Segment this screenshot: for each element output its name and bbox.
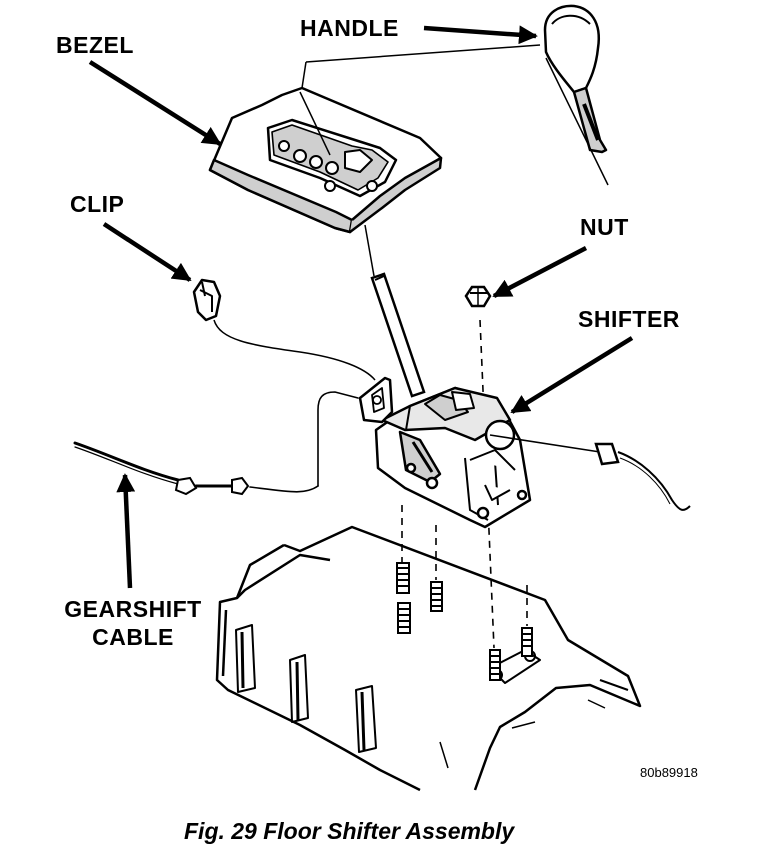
cable-arrow (116, 473, 136, 589)
gearshift-label-line2: CABLE (92, 624, 174, 650)
nut-part (464, 285, 492, 308)
shifter-body (358, 376, 532, 529)
handle-label: HANDLE (300, 15, 399, 41)
clip-part (192, 278, 222, 322)
gearshift-cable (73, 391, 359, 496)
shift-lever-rod (364, 224, 426, 398)
stud-4 (489, 649, 501, 681)
shifter-arrow (510, 336, 634, 414)
mounting-studs (396, 562, 533, 681)
gearshift-cable-label: GEARSHIFT CABLE (48, 596, 218, 650)
clip-leader-line (213, 319, 376, 381)
nut-arrow (492, 246, 588, 298)
shift-handle (543, 4, 608, 154)
bezel-part (208, 86, 443, 234)
floor-pan (215, 525, 642, 792)
figure-caption: Fig. 29 Floor Shifter Assembly (184, 818, 515, 844)
shifter-label: SHIFTER (578, 306, 680, 332)
stud-2 (430, 581, 443, 612)
stud-3 (397, 602, 411, 634)
assembly-dashed-lines (401, 319, 528, 649)
stud-5 (521, 627, 533, 657)
nut-label: NUT (580, 214, 629, 240)
wire-harness (489, 434, 691, 511)
bezel-arrow (88, 60, 222, 146)
callout-arrows (88, 25, 634, 589)
figure-code: 80b89918 (640, 765, 698, 780)
clip-arrow (102, 222, 192, 282)
gearshift-label-line1: GEARSHIFT (64, 596, 202, 622)
clip-label: CLIP (70, 191, 125, 217)
stud-1 (396, 562, 410, 594)
bezel-label: BEZEL (56, 32, 134, 58)
handle-arrow (423, 25, 538, 45)
handle-guide-lines (301, 44, 609, 186)
